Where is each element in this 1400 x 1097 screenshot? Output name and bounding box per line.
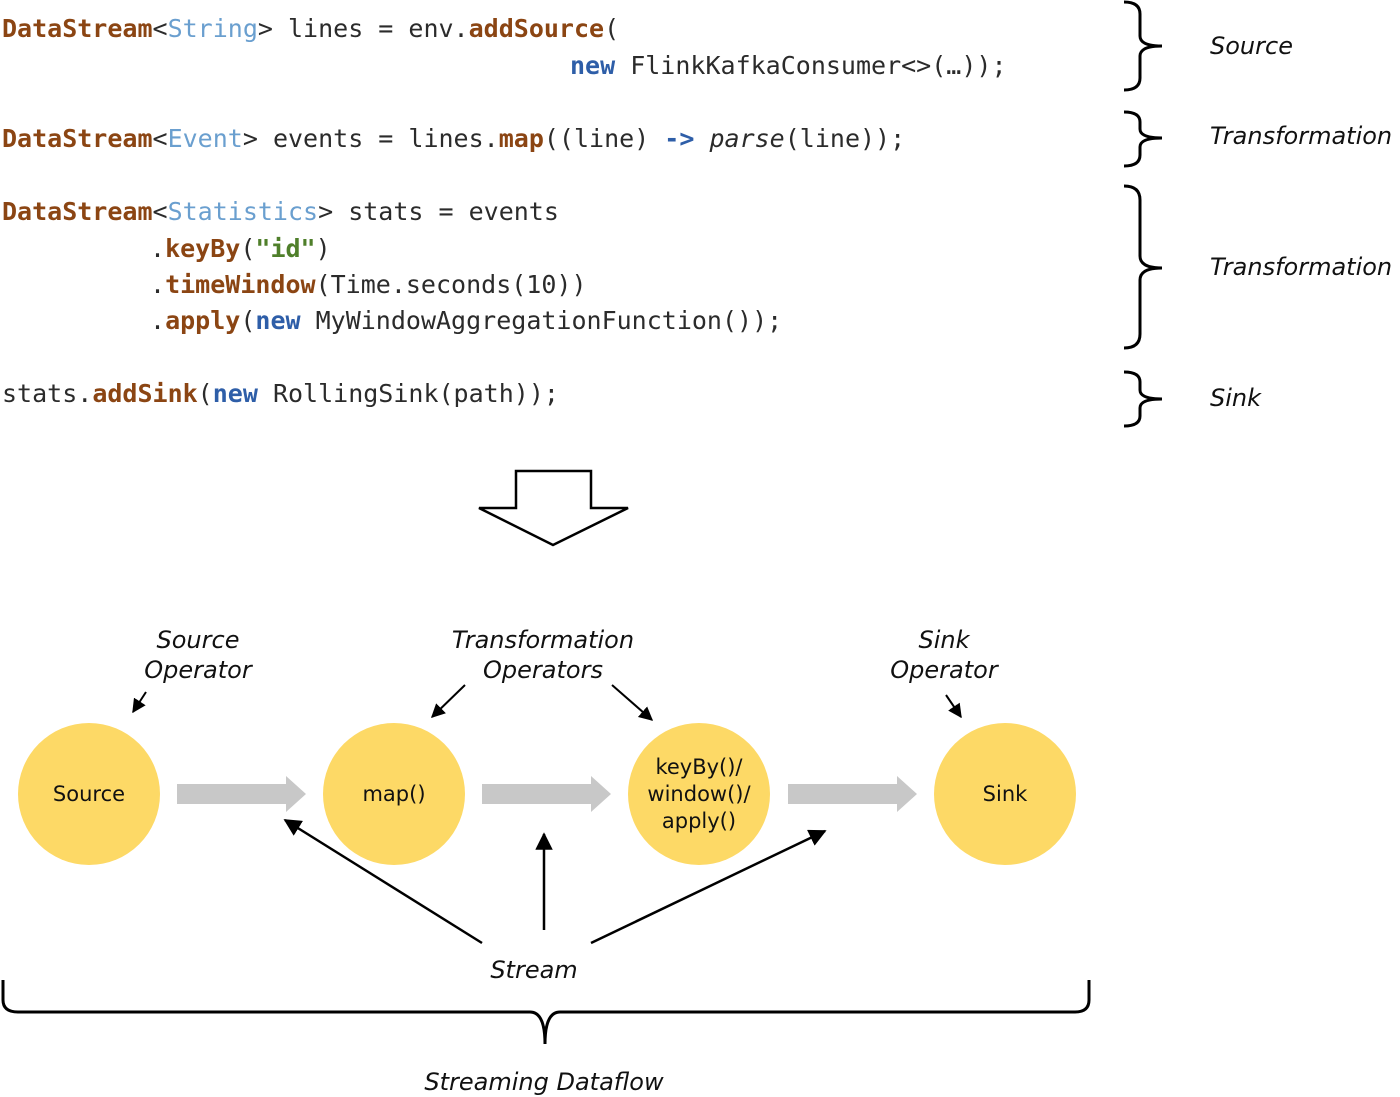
streaming-dataflow-label: Streaming Dataflow: [424, 1068, 664, 1096]
brace-sink: [1123, 370, 1163, 428]
code-line-3: DataStream<Event> events = lines.map((li…: [2, 124, 905, 154]
brace-label-transformation-2: Transformation: [1210, 253, 1393, 281]
code-token: String: [167, 14, 258, 43]
code-token: Statistics: [167, 197, 319, 226]
code-token: apply: [165, 306, 241, 335]
code-token: new: [212, 379, 258, 408]
node-label: Sink: [982, 781, 1028, 806]
code-token: addSource: [468, 14, 605, 43]
code-token: .: [150, 234, 166, 263]
code-token: .: [150, 270, 166, 299]
code-token: DataStream: [2, 14, 153, 43]
code-token: <: [152, 124, 168, 153]
brace-label-sink: Sink: [1210, 384, 1262, 412]
source-operator-label: Source Operator: [118, 625, 278, 685]
code-token: (: [197, 379, 213, 408]
transformation-pointer-right: [611, 684, 654, 721]
label-line: Source: [156, 626, 240, 654]
code-token: ((line): [543, 124, 665, 153]
stream-pointer-right: [590, 829, 827, 945]
code-token: "id": [255, 234, 316, 263]
brace-source: [1123, 0, 1163, 92]
flow-arrow-2: [482, 776, 611, 812]
code-line-1: DataStream<String> lines = env.addSource…: [2, 14, 619, 44]
sink-operator-label: Sink Operator: [864, 625, 1024, 685]
code-token: (: [604, 14, 620, 43]
code-token: > lines = env.: [257, 14, 469, 43]
code-token: > stats = events: [318, 197, 559, 226]
code-token: map: [498, 124, 544, 153]
code-line-6: .timeWindow(Time.seconds(10)): [150, 270, 587, 300]
code-token: new: [570, 51, 616, 80]
code-token: addSink: [92, 379, 198, 408]
label-line: Operator: [890, 656, 998, 684]
code-token: .: [150, 306, 166, 335]
code-token: (line));: [784, 124, 906, 153]
node-source: Source: [18, 723, 160, 865]
dataflow-brace: [1, 980, 1091, 1045]
code-token: (: [240, 234, 256, 263]
label-line: Transformation: [451, 626, 635, 654]
brace-transformation-2: [1123, 184, 1163, 350]
code-line-4: DataStream<Statistics> stats = events: [2, 197, 559, 227]
node-map: map(): [323, 723, 465, 865]
code-token: DataStream: [2, 197, 153, 226]
code-token: parse: [709, 124, 785, 153]
code-line-7: .apply(new MyWindowAggregationFunction()…: [150, 306, 782, 336]
node-label: map(): [362, 781, 426, 806]
transformation-pointer-left: [430, 684, 466, 718]
code-token: <: [152, 14, 168, 43]
label-line: Operators: [483, 656, 603, 684]
code-line-5: .keyBy("id"): [150, 234, 331, 264]
code-token: ->: [664, 124, 695, 153]
code-token: (Time.seconds(10)): [315, 270, 587, 299]
sink-operator-pointer: [945, 694, 962, 719]
code-token: new: [255, 306, 301, 335]
code-token: DataStream: [2, 124, 153, 153]
code-token: MyWindowAggregationFunction());: [300, 306, 783, 335]
node-label-line: keyBy()/: [655, 754, 743, 779]
code-token: FlinkKafkaConsumer<>(…));: [615, 51, 1007, 80]
code-token: timeWindow: [165, 270, 316, 299]
label-line: Sink: [918, 626, 970, 654]
code-line-2: new FlinkKafkaConsumer<>(…));: [570, 51, 1007, 81]
code-line-8: stats.addSink(new RollingSink(path));: [2, 379, 559, 409]
code-token: Event: [167, 124, 243, 153]
code-token: <: [152, 197, 168, 226]
brace-transformation-1: [1123, 110, 1163, 168]
node-window: keyBy()/ window()/ apply(): [628, 723, 770, 865]
transformation-operators-label: Transformation Operators: [432, 625, 654, 685]
node-label: keyBy()/ window()/ apply(): [647, 754, 750, 835]
code-token: ): [315, 234, 331, 263]
stream-label: Stream: [490, 956, 578, 984]
code-token: (: [240, 306, 256, 335]
code-token: stats.: [2, 379, 93, 408]
label-line: Operator: [144, 656, 252, 684]
brace-label-source: Source: [1210, 32, 1293, 60]
code-token: > events = lines.: [242, 124, 499, 153]
flow-arrow-3: [788, 776, 917, 812]
stream-pointer-left: [283, 818, 483, 945]
down-arrow-icon: [478, 469, 629, 547]
flow-arrow-1: [177, 776, 306, 812]
code-token: RollingSink(path));: [257, 379, 559, 408]
node-label-line: apply(): [661, 808, 737, 833]
brace-label-transformation-1: Transformation: [1210, 122, 1393, 150]
source-operator-pointer: [132, 691, 147, 714]
code-token: keyBy: [165, 234, 241, 263]
node-sink: Sink: [934, 723, 1076, 865]
node-label-line: window()/: [647, 781, 751, 806]
node-label: Source: [52, 781, 126, 806]
